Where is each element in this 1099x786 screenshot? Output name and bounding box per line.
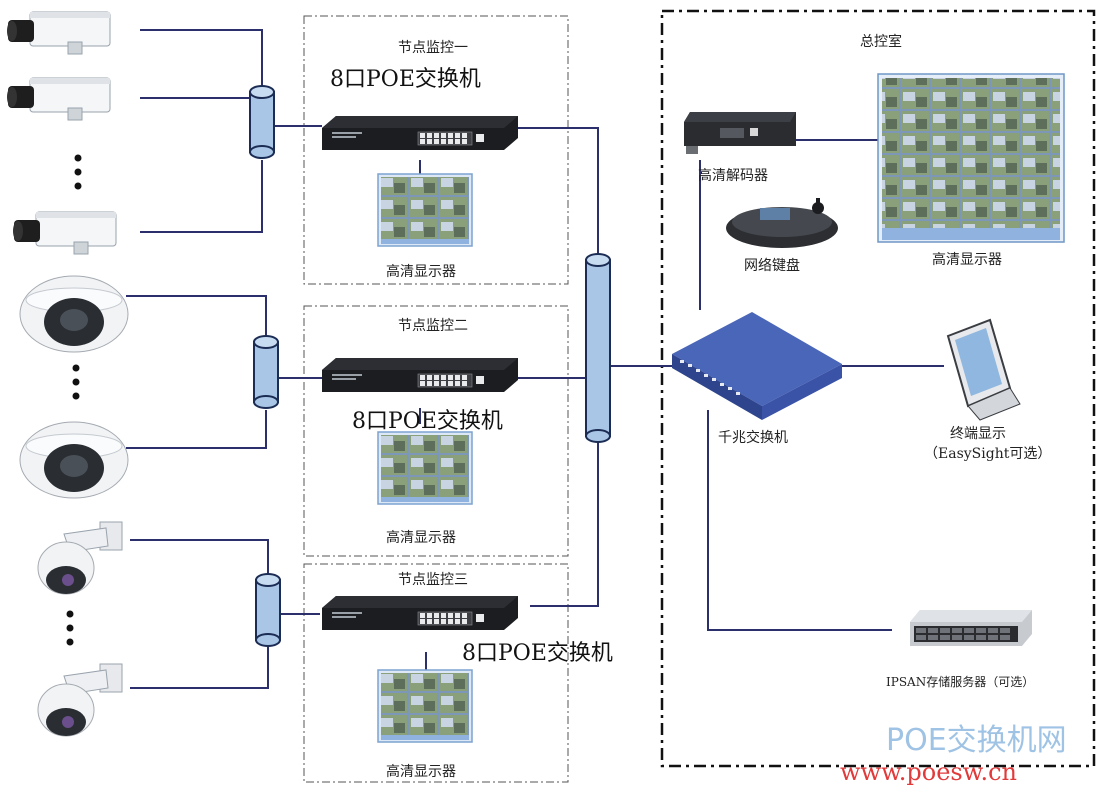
hd-monitor-1 xyxy=(377,173,473,247)
hd-monitor-3 xyxy=(377,669,473,743)
cables xyxy=(126,29,944,689)
network-keyboard xyxy=(726,198,838,248)
control-room-box xyxy=(660,9,1096,768)
control-room-title: 总控室 xyxy=(860,33,902,50)
node3-monitor-label: 高清显示器 xyxy=(386,763,456,780)
cable-tube-1 xyxy=(249,85,275,159)
hd-monitor-wall-label: 高清显示器 xyxy=(932,251,1002,268)
node3-title: 节点监控三 xyxy=(398,572,468,588)
terminal-display-note: （EasySight可选） xyxy=(924,446,1051,462)
poe-switch-1 xyxy=(321,115,519,151)
ellipsis-dots-3 xyxy=(66,610,74,646)
ipsan-label: IPSAN存储服务器（可选） xyxy=(886,674,1034,689)
node1-box xyxy=(303,15,569,285)
hd-monitor-wall xyxy=(877,73,1065,243)
box-camera-1 xyxy=(6,11,111,55)
node1-switch-label: 8口POE交换机 xyxy=(330,67,481,92)
watermark-url: www.poesw.cn xyxy=(840,758,1017,786)
ptz-camera-1 xyxy=(37,521,123,595)
node3-box xyxy=(303,563,569,783)
hd-monitor-2 xyxy=(377,431,473,505)
dome-camera-2 xyxy=(19,421,129,499)
ellipsis-dots-2 xyxy=(72,364,80,400)
poe-switch-3 xyxy=(321,595,519,631)
backbone-tube xyxy=(585,253,611,443)
gigabit-switch xyxy=(672,312,842,420)
poe-switch-2 xyxy=(321,357,519,393)
terminal-display xyxy=(946,318,1021,421)
hd-decoder xyxy=(684,112,796,154)
node1-monitor-label: 高清显示器 xyxy=(386,263,456,280)
dome-camera-1 xyxy=(19,275,129,353)
node3-switch-label: 8口POE交换机 xyxy=(462,641,613,666)
gigabit-switch-label: 千兆交换机 xyxy=(718,429,788,446)
node1-title: 节点监控一 xyxy=(398,40,468,56)
box-camera-3 xyxy=(12,211,117,255)
ipsan-storage-server xyxy=(910,610,1032,646)
box-camera-2 xyxy=(6,77,111,121)
hd-decoder-label: 高清解码器 xyxy=(698,167,768,184)
terminal-display-label: 终端显示 xyxy=(950,426,1006,442)
network-keyboard-label: 网络键盘 xyxy=(744,257,800,274)
ptz-camera-2 xyxy=(37,663,123,737)
cable-tube-3 xyxy=(255,573,281,647)
ellipsis-dots-1 xyxy=(74,154,82,190)
node2-box xyxy=(303,305,569,557)
node2-switch-label: 8口POE交换机 xyxy=(352,409,503,434)
node2-title: 节点监控二 xyxy=(398,318,468,334)
node2-monitor-label: 高清显示器 xyxy=(386,529,456,546)
watermark-brand: POE交换机网 xyxy=(886,723,1067,758)
cable-tube-2 xyxy=(253,335,279,409)
